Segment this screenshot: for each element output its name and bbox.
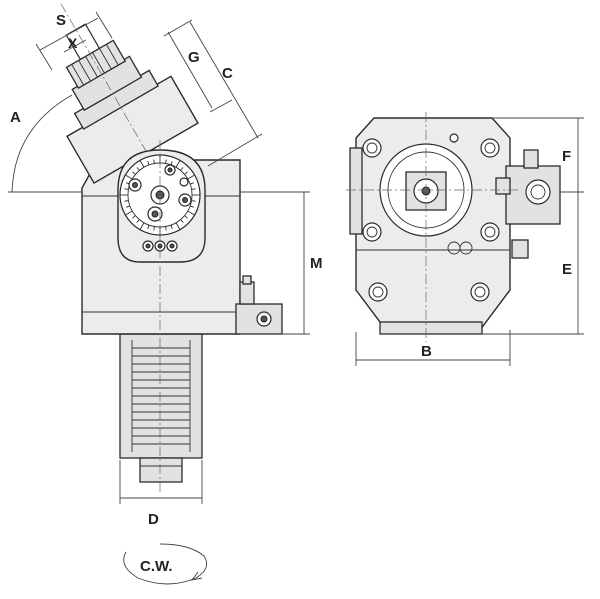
dial-tick (153, 159, 155, 164)
dial-tick (187, 174, 195, 180)
label-a: A (10, 109, 21, 126)
dial-tick (132, 171, 136, 175)
shank-threads (131, 340, 191, 452)
brand-mark (447, 241, 473, 255)
dial-tick (175, 160, 181, 168)
dial-tick (136, 167, 140, 171)
coolant-fitting-front (495, 149, 561, 259)
dial-tick (139, 222, 145, 230)
label-c: C (222, 65, 233, 82)
dial-tick (165, 226, 167, 231)
label-b: B (421, 343, 432, 360)
label-g: G (188, 49, 200, 66)
dial-tick (126, 205, 131, 208)
dial-tick (153, 226, 155, 231)
dial-tick (124, 188, 129, 190)
dial-tick (170, 224, 173, 229)
label-e: E (562, 261, 572, 278)
rotation-arrow (123, 543, 208, 585)
dial-tick (124, 200, 129, 202)
dial-tick (125, 174, 133, 180)
label-m: M (310, 255, 323, 272)
dial-tick (147, 224, 150, 229)
side-view-dimensions: S X A G C M D C.W. (8, 11, 323, 585)
dial-tick (165, 159, 167, 164)
label-s: S (56, 12, 66, 29)
label-x: X (68, 35, 78, 51)
dial-tick (136, 219, 140, 223)
dial-tick (125, 210, 133, 216)
dial-tick (184, 215, 188, 219)
dial-tick (184, 171, 188, 175)
front-view (346, 112, 561, 342)
front-view-dimensions: B F E (355, 117, 584, 366)
dial-tick (132, 215, 136, 219)
dial-tick (139, 160, 145, 168)
dial-tick (189, 205, 194, 208)
coolant-fitting-side (235, 275, 283, 335)
label-rotation: C.W. (140, 558, 173, 575)
dial-tick (187, 210, 195, 216)
side-view (60, 3, 283, 495)
dial-tick (191, 200, 196, 202)
dial-tick (189, 182, 194, 185)
indexing-dial (117, 149, 206, 263)
dial-tick (170, 161, 173, 166)
dial-tick (147, 161, 150, 166)
adjust-screws (142, 240, 178, 252)
dial-tick (191, 188, 196, 190)
mounting-bolts (362, 133, 500, 302)
dial-tick (175, 222, 181, 230)
shank (119, 333, 203, 483)
label-d: D (148, 511, 159, 528)
dial-tick (180, 167, 184, 171)
label-f: F (562, 148, 571, 165)
dial-tick (180, 219, 184, 223)
